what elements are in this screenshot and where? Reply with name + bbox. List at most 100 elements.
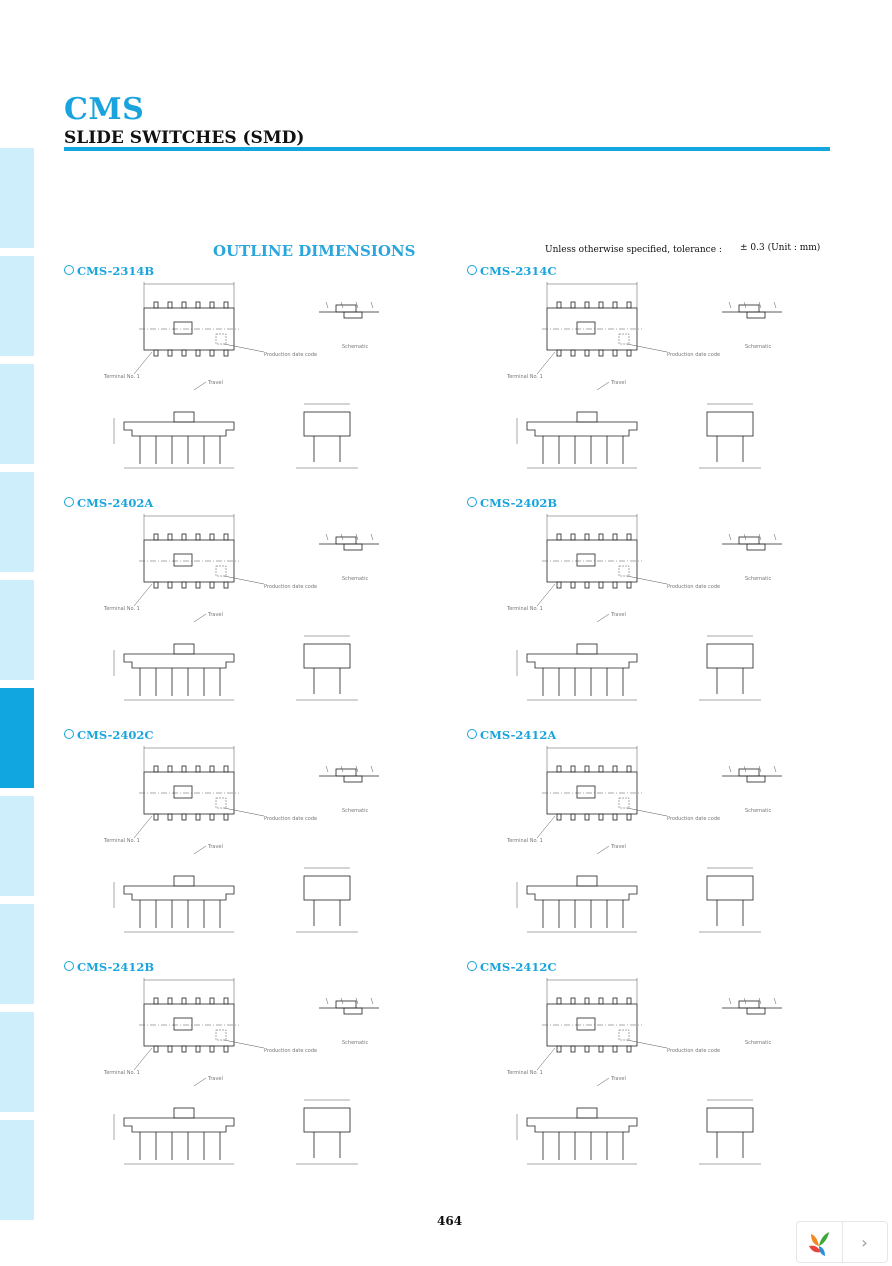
terminal-pin [612,997,618,1005]
front-actuator [173,411,195,423]
terminal-pin [612,301,618,309]
viewer-logo-icon[interactable] [797,1222,843,1262]
schematic-tick [743,765,747,773]
model-name: CMS-2412A [480,728,557,742]
terminal-pin [612,581,618,589]
terminal-pin [626,765,632,773]
schematic-slider [738,1000,760,1009]
travel-label: Travel [610,1076,626,1082]
terminal-pin [167,765,173,773]
terminal-pin [584,301,590,309]
front-view-body [123,421,235,437]
terminal-pin [153,997,159,1005]
production-label: Production date code [264,1048,317,1054]
model-name: CMS-2314B [77,264,155,278]
side-tab-4[interactable] [0,472,34,572]
leader-line [596,1077,610,1087]
model-title: CMS-2314C [467,264,557,278]
front-view-body [526,1117,638,1133]
schematic-slider [746,775,766,783]
terminal-pin [556,349,562,357]
next-page-button[interactable]: › [861,1232,868,1252]
terminal-pin [195,813,201,821]
schematic-label: Schematic [745,576,771,582]
front-view-body [526,885,638,901]
leader-line [626,1039,668,1049]
schematic-label: Schematic [342,808,368,814]
terminal-label: Terminal No. 1 [103,374,140,380]
leader-line [223,575,265,585]
schematic-tick [355,301,359,309]
terminal-pin [153,765,159,773]
side-view-body [706,1107,754,1133]
terminal-pin [153,301,159,309]
terminal-pin [181,349,187,357]
schematic-tick [773,765,777,773]
terminal-pin [195,765,201,773]
side-tab-9[interactable] [0,1012,34,1112]
terminal-pin [209,765,215,773]
front-actuator [173,643,195,655]
terminal-pin [584,765,590,773]
tolerance-value: ± 0.3 (Unit : mm) [740,243,821,253]
terminal-label: Terminal No. 1 [103,838,140,844]
schematic-slider [738,768,760,777]
schematic-tick [370,997,374,1005]
terminal-pin [598,765,604,773]
terminal-pin [195,581,201,589]
leader-line [626,575,668,585]
terminal-pin [181,533,187,541]
date-code-box [618,797,630,809]
leader-line [133,815,153,839]
travel-label: Travel [207,844,223,850]
terminal-pin [223,581,229,589]
terminal-pin [584,1045,590,1053]
schematic-slider [343,543,363,551]
side-view-body [303,1107,351,1133]
leader-line [133,351,153,375]
side-tab-6-active[interactable] [0,688,34,788]
bullet-circle-icon [467,729,477,739]
side-tab-10[interactable] [0,1120,34,1220]
terminal-pin [584,349,590,357]
side-tab-7[interactable] [0,796,34,896]
schematic-slider [746,543,766,551]
terminal-pin [570,765,576,773]
leader-line [133,1047,153,1071]
actuator [576,321,596,335]
side-tab-5[interactable] [0,580,34,680]
schematic-slider [746,311,766,319]
side-view-body [303,643,351,669]
terminal-pin [181,765,187,773]
side-tab-3[interactable] [0,364,34,464]
actuator [173,321,193,335]
leader-line [223,343,265,353]
side-tab-8[interactable] [0,904,34,1004]
schematic-tick [743,997,747,1005]
production-label: Production date code [667,816,720,822]
schematic-tick [743,533,747,541]
section-title: OUTLINE DIMENSIONS [213,242,416,260]
model-name: CMS-2402B [480,496,558,510]
leader-line [193,1077,207,1087]
production-label: Production date code [264,352,317,358]
terminal-pin [223,349,229,357]
bullet-circle-icon [64,729,74,739]
model-title: CMS-2412C [467,960,557,974]
terminal-pin [153,813,159,821]
actuator [576,553,596,567]
terminal-pin [626,1045,632,1053]
terminal-pin [612,533,618,541]
side-tab-2[interactable] [0,256,34,356]
terminal-pin [209,1045,215,1053]
schematic-tick [340,997,344,1005]
side-tab-1[interactable] [0,148,34,248]
terminal-pin [556,581,562,589]
leader-line [536,351,556,375]
terminal-pin [167,349,173,357]
leader-line [596,613,610,623]
schematic-label: Schematic [745,344,771,350]
